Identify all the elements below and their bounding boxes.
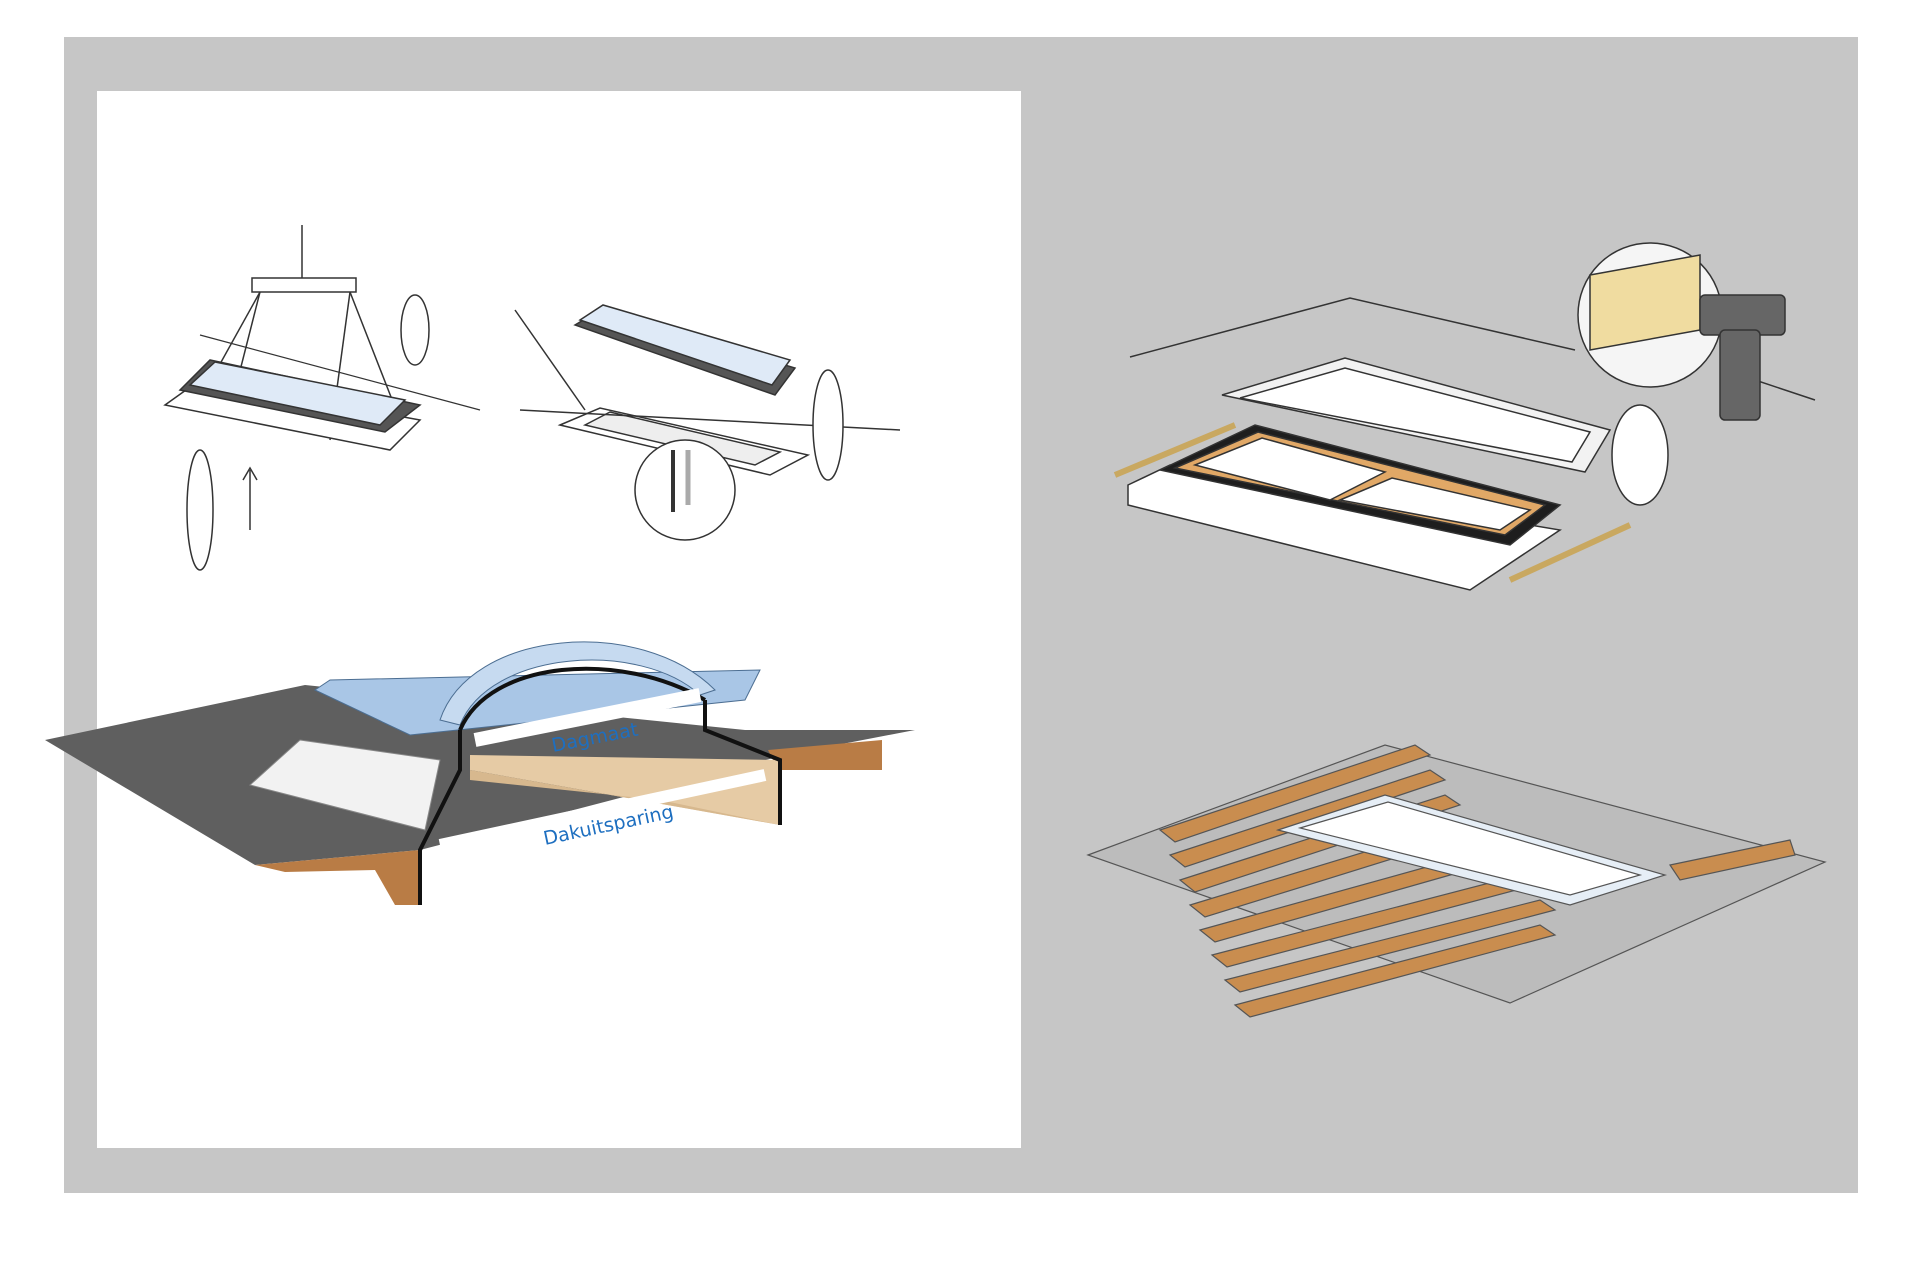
deck-illustration: [1086, 744, 1827, 1018]
white-illustration-panel: [97, 91, 1021, 1148]
crane-lift-illustration: [163, 225, 481, 571]
skylight-section-illustration: Dagmaat Dakuitsparing: [45, 641, 915, 905]
sealant-placement-illustration: [514, 304, 901, 541]
frame-fixing-illustration: [1113, 242, 1816, 591]
